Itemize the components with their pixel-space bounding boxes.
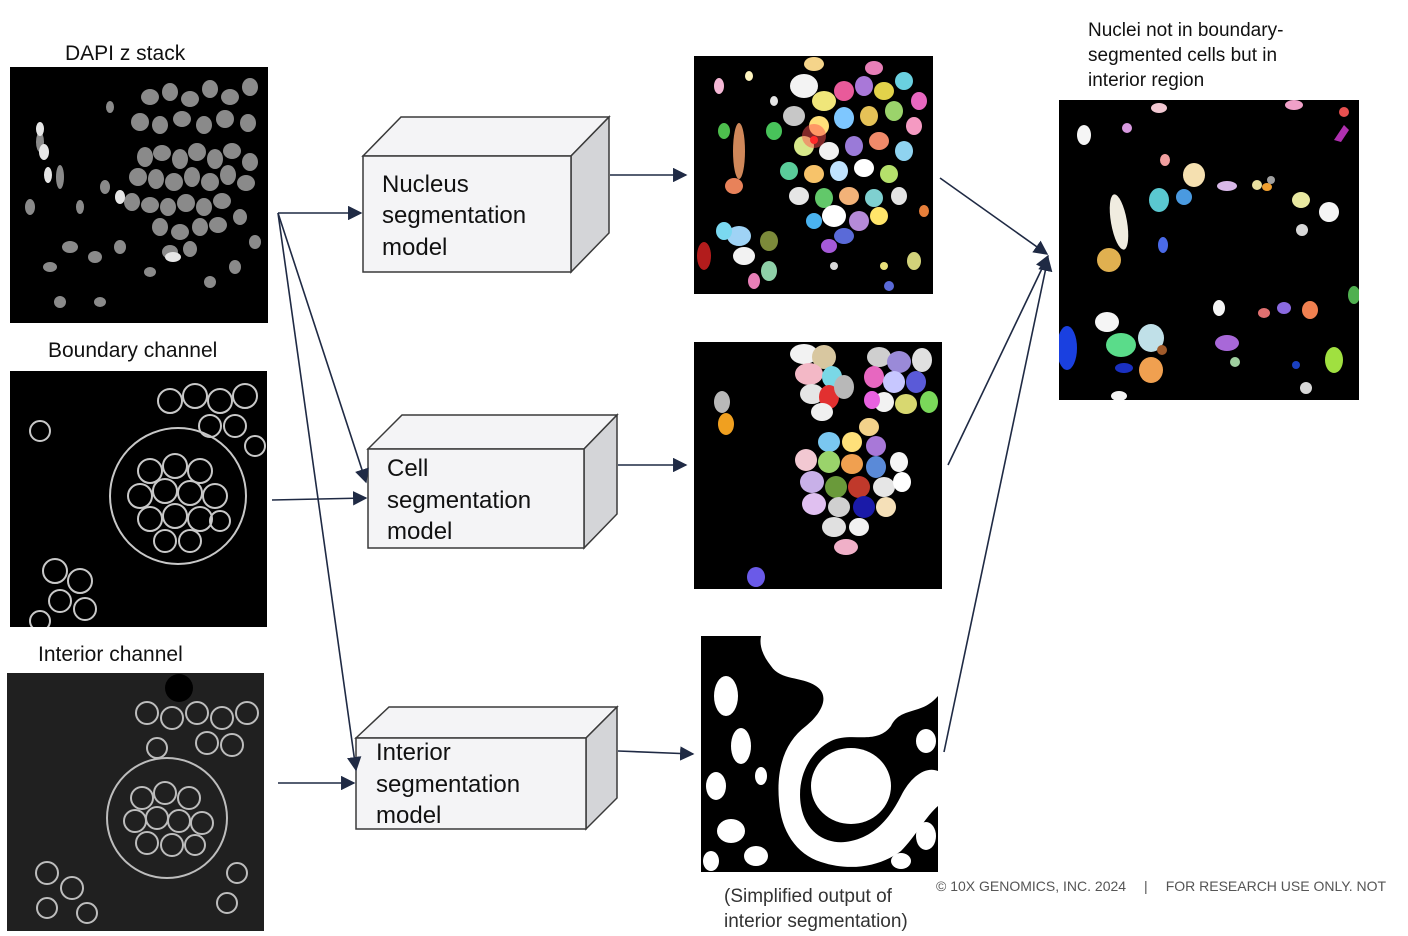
cell-model-line1: Cell	[387, 455, 428, 482]
boundary-image	[10, 371, 267, 627]
nucleus-seg-output	[694, 56, 933, 294]
cell-model-line2: segmentation	[387, 487, 531, 514]
cell-model-box: Cell segmentation model	[366, 413, 619, 550]
arrow-dapi-interior	[277, 212, 362, 772]
dapi-label: DAPI z stack	[65, 42, 186, 65]
arrow-cell-final	[947, 254, 1049, 466]
dapi-image	[10, 67, 268, 323]
nucleus-model-line3: model	[382, 234, 447, 261]
boundary-label: Boundary channel	[48, 339, 218, 362]
interior-model-line1: Interior	[376, 739, 451, 766]
interior-model-line3: model	[376, 802, 441, 829]
arrow-nucleus-final	[939, 177, 1049, 255]
nucleus-model-line2: segmentation	[382, 202, 526, 229]
interior-caption: (Simplified output of interior segmentat…	[724, 884, 908, 934]
final-caption-line1: Nuclei not in boundary-	[1088, 20, 1284, 41]
nucleus-model-box: Nucleus segmentation model	[361, 115, 611, 274]
final-caption: Nuclei not in boundary- segmented cells …	[1088, 18, 1283, 93]
interior-channel-image	[7, 673, 264, 931]
arrow-boundary-cell	[271, 491, 368, 506]
final-caption-line3: interior region	[1088, 70, 1205, 91]
nucleus-model-line1: Nucleus	[382, 171, 469, 198]
final-output	[1059, 100, 1359, 400]
interior-seg-output	[701, 636, 938, 872]
interior-model-line2: segmentation	[376, 771, 520, 798]
footer: © 10X GENOMICS, INC. 2024 | FOR RESEARCH U…	[936, 878, 1386, 894]
cell-seg-output	[694, 342, 942, 589]
arrow-interior-output	[617, 746, 695, 761]
arrow-dapi-cell	[277, 212, 369, 484]
final-caption-line2: segmented cells but in	[1088, 45, 1278, 66]
footer-copyright: © 10X GENOMICS, INC. 2024	[936, 878, 1127, 894]
interior-caption-line1: (Simplified output of	[724, 886, 892, 907]
arrow-interior-final	[943, 256, 1053, 753]
footer-separator: |	[1144, 878, 1148, 894]
interior-caption-line2: interior segmentation)	[724, 911, 908, 932]
cell-model-line3: model	[387, 518, 452, 545]
interior-model-box: Interior segmentation model	[354, 705, 619, 831]
interior-label: Interior channel	[38, 643, 183, 666]
footer-notice: FOR RESEARCH USE ONLY. NOT	[1165, 878, 1387, 894]
